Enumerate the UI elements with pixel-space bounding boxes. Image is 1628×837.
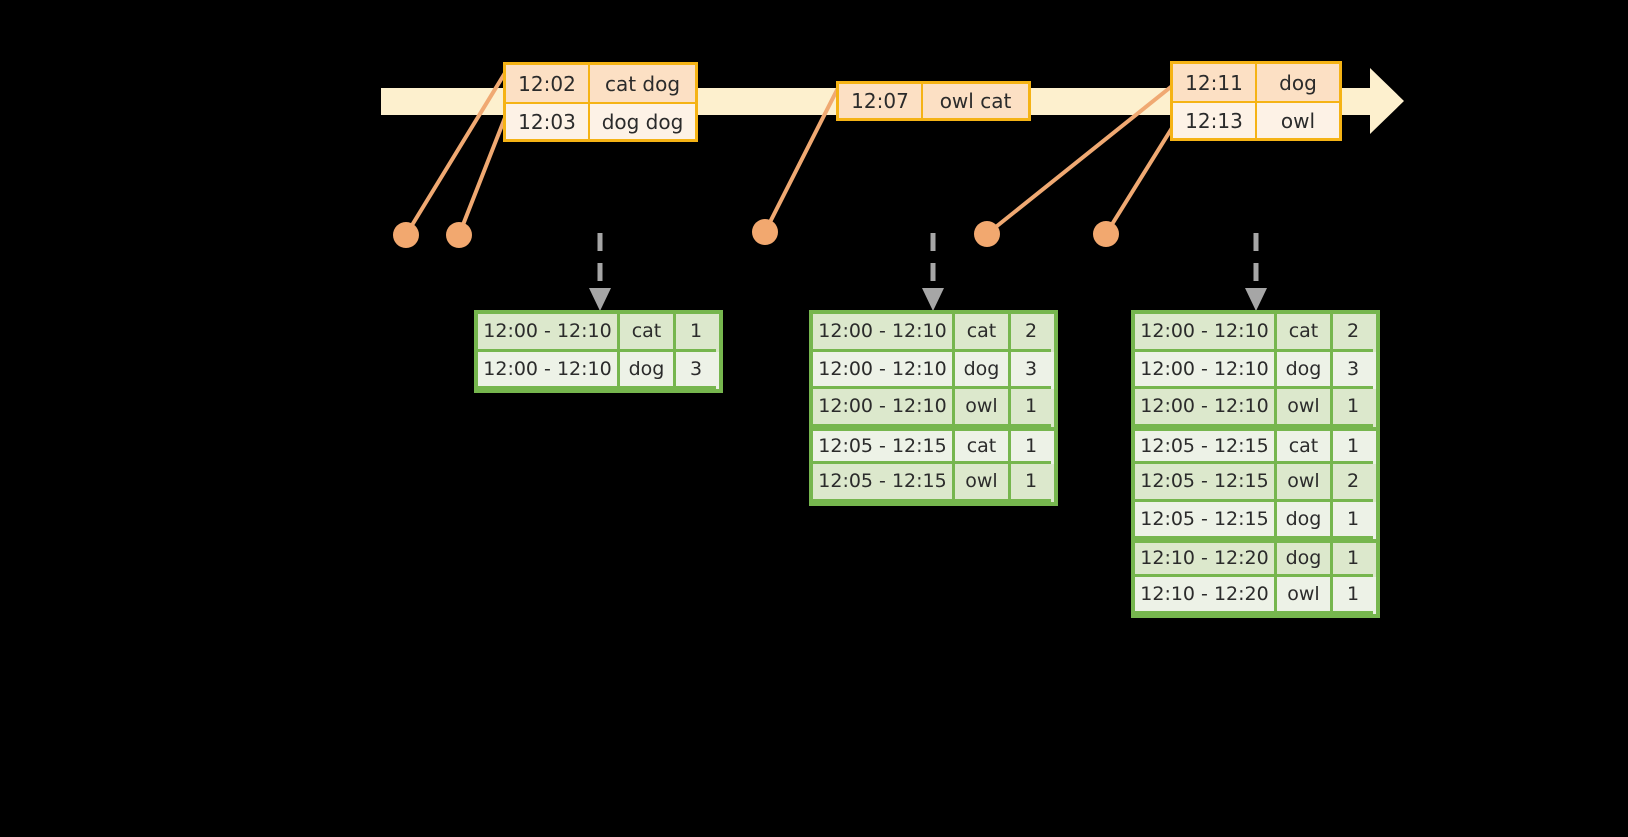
event-row: 12:02 cat dog (506, 65, 695, 102)
event-time: 12:02 (506, 65, 590, 102)
dashed-arrow-2 (922, 233, 944, 311)
cell-window: 12:00 - 12:10 (478, 314, 620, 352)
cell-count: 2 (1333, 464, 1373, 502)
cell-count: 1 (1333, 577, 1373, 614)
cell-window: 12:05 - 12:15 (813, 464, 955, 502)
cell-key: dog (1277, 501, 1333, 539)
cell-window: 12:00 - 12:10 (813, 351, 955, 389)
cell-count: 1 (1011, 431, 1051, 464)
event-row: 12:07 owl cat (839, 84, 1028, 118)
cell-window: 12:00 - 12:10 (813, 389, 955, 427)
connector-dot-5 (1093, 221, 1119, 247)
event-box-1[interactable]: 12:02 cat dog 12:03 dog dog (503, 62, 698, 142)
connector-line-3 (763, 86, 840, 234)
cell-window: 12:00 - 12:10 (478, 351, 620, 389)
event-value: owl (1280, 108, 1316, 133)
dashed-arrow-1 (589, 233, 611, 311)
cell-key: owl (1277, 389, 1333, 427)
cell-key: cat (955, 430, 1011, 464)
event-row: 12:11 dog (1173, 64, 1339, 101)
cell-count: 1 (1333, 431, 1373, 464)
event-time: 12:07 (839, 84, 923, 118)
connector-dot-1 (393, 222, 419, 248)
cell-key: cat (620, 314, 676, 352)
event-time: 12:13 (1173, 103, 1257, 138)
cell-key: dog (1277, 543, 1333, 577)
event-row: 12:13 owl (1173, 101, 1339, 138)
cell-count: 1 (676, 314, 716, 352)
cell-count: 1 (1011, 389, 1051, 427)
cell-key: dog (1277, 351, 1333, 389)
cell-key: dog (955, 351, 1011, 389)
cell-window: 12:00 - 12:10 (1135, 351, 1277, 389)
cell-key: owl (955, 389, 1011, 427)
cell-window: 12:05 - 12:15 (1135, 430, 1277, 464)
connector-dots (393, 219, 1119, 248)
cell-key: owl (1277, 576, 1333, 614)
cell-count: 3 (1011, 352, 1051, 389)
cell-count: 2 (1011, 314, 1051, 352)
cell-count: 1 (1333, 543, 1373, 577)
connector-dot-2 (446, 222, 472, 248)
event-value: dog (1279, 70, 1317, 95)
cell-count: 2 (1333, 314, 1373, 352)
connector-line-5 (1104, 126, 1174, 236)
event-value: owl cat (939, 89, 1012, 113)
cell-window: 12:05 - 12:15 (1135, 464, 1277, 502)
cell-key: dog (620, 351, 676, 389)
connector-dot-3 (752, 219, 778, 245)
event-row: 12:03 dog dog (506, 102, 695, 139)
connector-line-1 (404, 66, 510, 237)
cell-count: 3 (1333, 352, 1373, 389)
cell-window: 12:10 - 12:20 (1135, 543, 1277, 577)
cell-window: 12:05 - 12:15 (813, 430, 955, 464)
cell-key: cat (955, 314, 1011, 352)
cell-window: 12:00 - 12:10 (813, 314, 955, 352)
event-time: 12:11 (1173, 64, 1257, 101)
event-value: cat dog (604, 71, 681, 96)
event-time: 12:03 (506, 104, 590, 139)
event-box-2[interactable]: 12:07 owl cat (836, 81, 1031, 121)
cell-window: 12:05 - 12:15 (1135, 501, 1277, 539)
cell-count: 3 (676, 352, 716, 389)
event-box-3[interactable]: 12:11 dog 12:13 owl (1170, 61, 1342, 141)
connector-line-2 (457, 108, 510, 237)
cell-count: 1 (1333, 389, 1373, 427)
cell-window: 12:00 - 12:10 (1135, 314, 1277, 352)
cell-count: 1 (1333, 502, 1373, 539)
event-value: dog dog (601, 109, 684, 134)
cell-key: cat (1277, 430, 1333, 464)
cell-window: 12:10 - 12:20 (1135, 576, 1277, 614)
cell-key: owl (1277, 464, 1333, 502)
cell-window: 12:00 - 12:10 (1135, 389, 1277, 427)
connector-dot-4 (974, 221, 1000, 247)
dashed-arrow-3 (1245, 233, 1267, 311)
cell-key: cat (1277, 314, 1333, 352)
dashed-arrows (589, 233, 1267, 311)
cell-count: 1 (1011, 464, 1051, 502)
cell-key: owl (955, 464, 1011, 502)
